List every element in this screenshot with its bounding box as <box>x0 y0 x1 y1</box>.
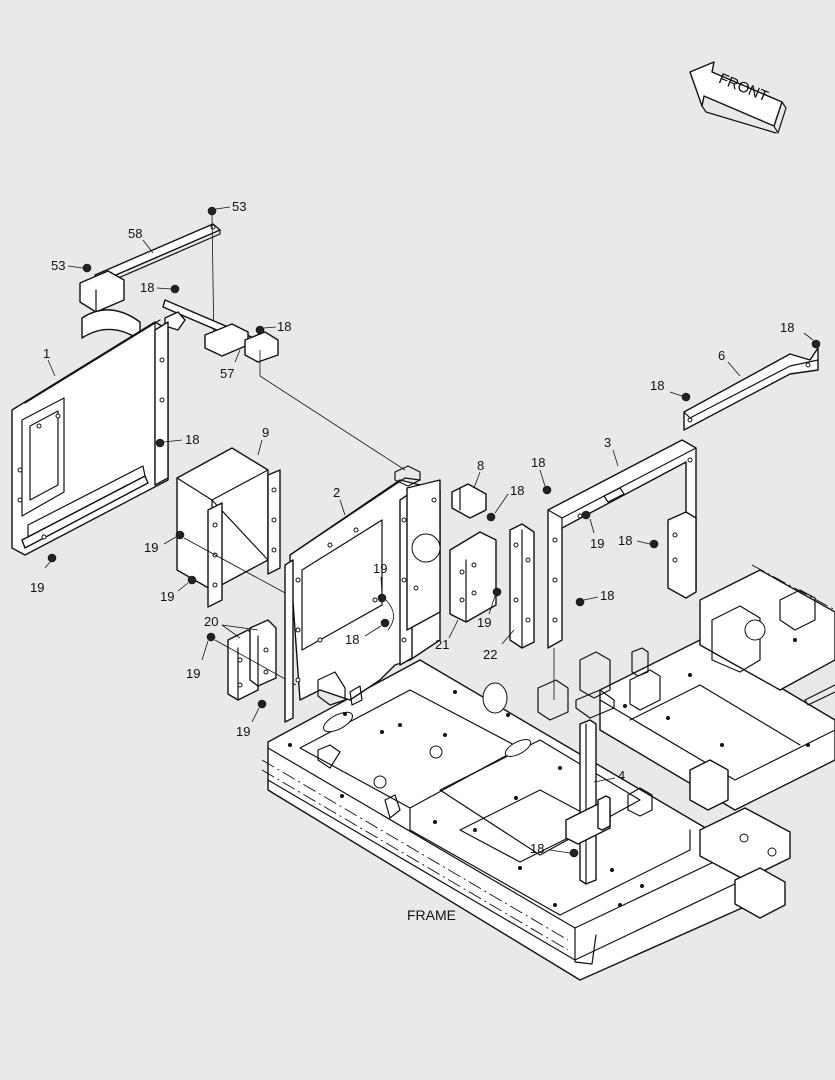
frame-structure <box>261 564 835 981</box>
fastener-19-e: 19 <box>236 699 267 739</box>
fastener-18-c: 18 <box>155 432 199 448</box>
callout-20: 20 <box>204 614 259 639</box>
part-8-bracket <box>451 483 487 519</box>
fastener-19-h: 19 <box>581 510 604 551</box>
fastener-53-left: 53 <box>51 258 92 273</box>
fastener-19-g: 19 <box>477 587 502 630</box>
svg-text:4: 4 <box>618 768 625 783</box>
svg-text:19: 19 <box>144 540 158 555</box>
svg-text:21: 21 <box>435 637 449 652</box>
part-1-left-panel <box>11 319 169 556</box>
svg-text:3: 3 <box>604 435 611 450</box>
callout-9: 9 <box>257 425 269 456</box>
svg-text:18: 18 <box>277 319 291 334</box>
svg-text:53: 53 <box>232 199 246 214</box>
fastener-19-f: 19 <box>373 561 394 631</box>
part-9-duct <box>176 447 281 608</box>
fastener-53-top: 53 <box>207 199 246 216</box>
fastener-18-i: 18 <box>650 378 691 402</box>
svg-text:18: 18 <box>650 378 664 393</box>
fastener-18-b: 18 <box>255 319 291 335</box>
fastener-18-f: 18 <box>531 455 552 495</box>
callout-4: 4 <box>593 768 625 783</box>
svg-text:22: 22 <box>483 647 497 662</box>
svg-text:2: 2 <box>333 485 340 500</box>
part-3-frame <box>547 439 697 649</box>
svg-text:18: 18 <box>780 320 794 335</box>
svg-text:19: 19 <box>373 561 387 576</box>
svg-text:18: 18 <box>510 483 524 498</box>
svg-text:20: 20 <box>204 614 218 629</box>
svg-text:19: 19 <box>186 666 200 681</box>
callout-57: 57 <box>220 349 241 381</box>
svg-text:19: 19 <box>236 724 250 739</box>
svg-text:58: 58 <box>128 226 142 241</box>
callout-3: 3 <box>604 435 619 467</box>
part-4-post <box>565 719 611 885</box>
callout-2: 2 <box>333 485 346 516</box>
callout-6: 6 <box>718 348 741 377</box>
svg-text:18: 18 <box>531 455 545 470</box>
fastener-19-d: 19 <box>186 632 297 686</box>
fastener-19-b: 19 <box>144 530 299 601</box>
part-20-blocks <box>227 619 277 701</box>
callout-8: 8 <box>473 458 484 489</box>
part-57-bracket <box>162 299 279 363</box>
svg-text:1: 1 <box>43 346 50 361</box>
part-2-center-panel <box>284 465 441 723</box>
svg-text:53: 53 <box>51 258 65 273</box>
fastener-18-h: 18 <box>618 533 659 549</box>
svg-text:18: 18 <box>618 533 632 548</box>
svg-text:18: 18 <box>185 432 199 447</box>
callout-21: 21 <box>435 619 459 652</box>
fastener-18-g: 18 <box>575 588 614 607</box>
frame-label: FRAME <box>407 907 456 923</box>
svg-text:19: 19 <box>590 536 604 551</box>
svg-text:19: 19 <box>477 615 491 630</box>
fastener-18-a: 18 <box>140 280 180 295</box>
fastener-19-a: 19 <box>30 553 57 595</box>
callout-1: 1 <box>43 346 56 377</box>
svg-text:19: 19 <box>160 589 174 604</box>
fastener-18-d: 18 <box>345 618 390 647</box>
part-6-bar <box>683 347 819 431</box>
part-21-plate <box>449 531 497 623</box>
svg-text:19: 19 <box>30 580 44 595</box>
front-arrow-icon: FRONT <box>689 61 787 134</box>
fastener-18-k: 18 <box>530 841 579 858</box>
svg-text:18: 18 <box>600 588 614 603</box>
part-22-strip <box>509 523 535 649</box>
fastener-19-c: 19 <box>160 575 197 604</box>
callout-58: 58 <box>128 226 154 254</box>
callout-22: 22 <box>483 629 515 662</box>
svg-text:18: 18 <box>345 632 359 647</box>
svg-text:18: 18 <box>530 841 544 856</box>
svg-text:18: 18 <box>140 280 154 295</box>
svg-text:8: 8 <box>477 458 484 473</box>
svg-text:6: 6 <box>718 348 725 363</box>
svg-text:9: 9 <box>262 425 269 440</box>
fastener-18-e: 18 <box>486 483 524 522</box>
fastener-18-j: 18 <box>780 320 821 349</box>
svg-text:57: 57 <box>220 366 234 381</box>
